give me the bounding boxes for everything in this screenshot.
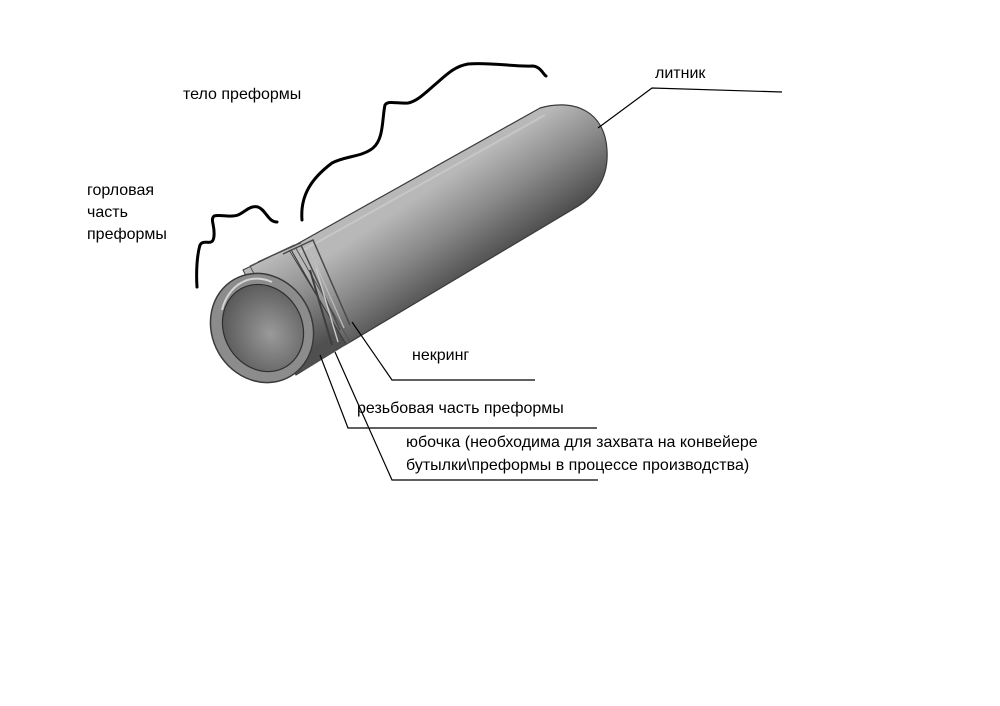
preform-body [289,104,608,346]
leader-skirt [334,351,598,481]
preform-mouth [209,272,315,384]
brace-body [300,62,548,222]
label-neck-part-line2: часть [87,204,128,221]
label-thread-part: резьбовая часть преформы [357,400,564,417]
label-neck-part-line3: преформы [87,226,167,243]
leader-thread [319,354,597,429]
label-skirt-line1: юбочка (необходима для захвата на конвей… [406,434,758,451]
leader-gate [597,87,783,129]
label-preform-body: тело преформы [183,86,302,103]
label-neck-part-line1: горловая [87,182,155,199]
leader-neck-ring [351,321,535,381]
brace-neck [195,205,279,289]
label-skirt-line2: бутылки\преформы в процессе производства… [406,457,750,474]
label-gate: литник [655,65,706,82]
label-neck-ring: некринг [412,347,470,364]
